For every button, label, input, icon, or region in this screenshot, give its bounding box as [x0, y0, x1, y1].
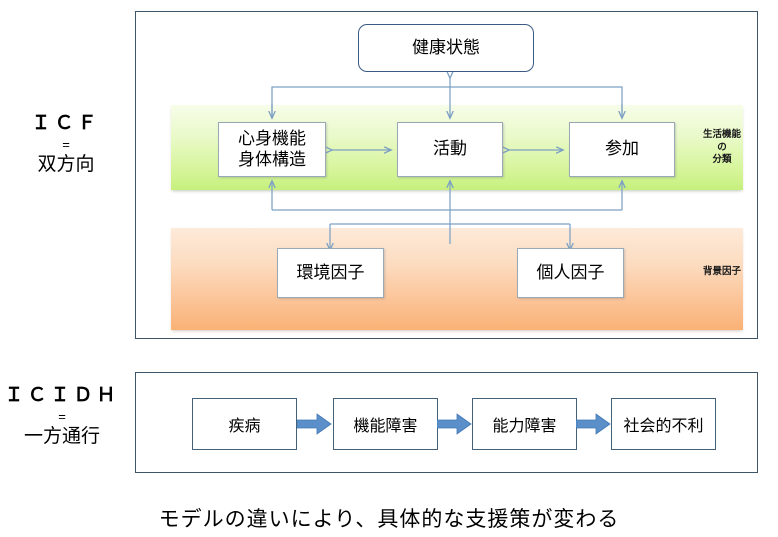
- icf-acronym: ＩＣＦ: [31, 113, 101, 134]
- chain-arrow-icon-1: [297, 413, 332, 435]
- life-function-band-caption: 生活機能の分類: [702, 129, 741, 166]
- icidh-rail-label: ＩＣＩＤＨ = 一方通行: [0, 385, 128, 448]
- chain-node-impairment[interactable]: 機能障害: [333, 398, 438, 450]
- icidh-subtitle: 一方通行: [23, 425, 100, 447]
- chain-arrow-icon-3: [576, 413, 611, 435]
- node-health-condition[interactable]: 健康状態: [358, 24, 534, 72]
- context-factor-band: [171, 228, 743, 330]
- icf-rail-label: ＩＣＦ = 双方向: [0, 113, 132, 176]
- figure-caption: モデルの違いにより、具体的な支援策が変わる: [158, 508, 620, 531]
- context-factor-band-caption: 背景因子: [702, 266, 741, 277]
- icf-subtitle: 双方向: [37, 153, 95, 175]
- icidh-equals-sign: =: [58, 409, 66, 425]
- chain-node-disease[interactable]: 疾病: [192, 398, 297, 450]
- node-environmental-factor[interactable]: 環境因子: [277, 248, 384, 298]
- node-participation[interactable]: 参加: [569, 122, 675, 177]
- chain-arrow-icon-2: [437, 413, 472, 435]
- node-activity[interactable]: 活動: [397, 122, 503, 177]
- chain-node-disability[interactable]: 能力障害: [472, 398, 577, 450]
- icf-equals-sign: =: [62, 137, 70, 153]
- node-body-function[interactable]: 心身機能身体構造: [218, 122, 326, 177]
- chain-node-handicap[interactable]: 社会的不利: [611, 398, 716, 450]
- icidh-acronym: ＩＣＩＤＨ: [4, 385, 120, 406]
- node-personal-factor[interactable]: 個人因子: [517, 248, 624, 298]
